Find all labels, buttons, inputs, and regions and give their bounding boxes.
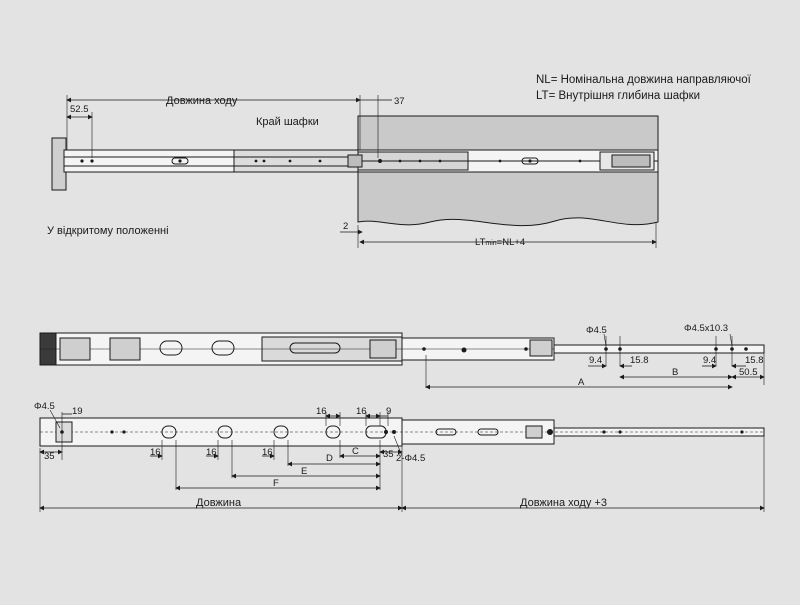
middle-view [39,332,765,390]
dim-37: 37 [394,96,405,107]
dim-b: B [672,367,678,378]
bottom-view [39,409,765,512]
dim-15-8-a: 15.8 [630,355,649,366]
dim-2: 2 [343,221,348,232]
travel-length-label: Довжина ходу [166,95,238,107]
length-label: Довжина [196,497,242,509]
dim-c: C [352,446,359,457]
dim-16-a: 16 [150,447,161,458]
legend-nl: NL= Номінальна довжина направляючої [536,74,752,86]
middle-slot: Φ4.5x10.3 [684,323,728,334]
dim-16-b: 16 [206,447,217,458]
dim-f: F [273,478,279,489]
dim-52-5: 52.5 [70,104,89,115]
middle-hole-d: Φ4.5 [586,325,607,336]
dim-9-4-b: 9.4 [703,355,716,366]
dim-d: D [326,453,333,464]
dim-9: 9 [386,406,391,417]
dim-e: E [301,466,307,477]
dim-16-top-a: 16 [316,406,327,417]
dim-9-4-a: 9.4 [589,355,602,366]
extension-rail-bottom [553,427,765,437]
dim-35-left: 35 [44,451,55,462]
dim-19: 19 [72,406,83,417]
dim-15-8-b: 15.8 [745,355,764,366]
bottom-hole-d: Φ4.5 [34,401,55,412]
holes-2-d4-5: 2-Φ4.5 [396,453,425,464]
travel-plus3-label: Довжина ходу +3 [520,497,607,509]
cabinet-edge-label: Край шафки [256,116,319,128]
dim-a: A [578,377,585,388]
dim-16-c: 16 [262,447,273,458]
top-view [51,95,659,248]
dim-50-5: 50.5 [739,367,758,378]
dim-16-top-b: 16 [356,406,367,417]
open-state-label: У відкритому положенні [47,225,169,237]
lt-min-formula: LTmin=NL+4 [475,237,525,248]
dim-35-right: 35 [383,449,394,460]
legend-lt: LT= Внутрішня глибина шафки [536,90,700,102]
